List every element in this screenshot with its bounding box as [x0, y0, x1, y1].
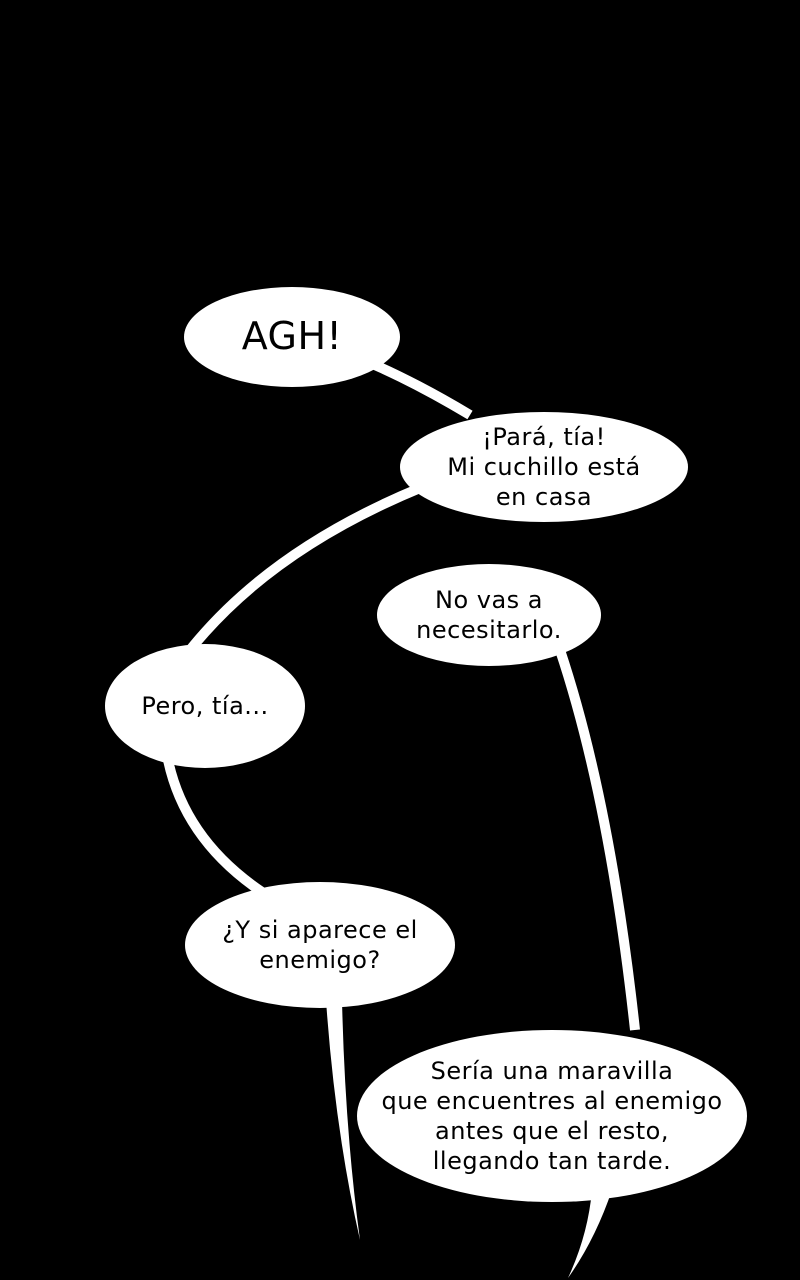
bubble-text: Pero, tía...	[141, 692, 269, 720]
tail-bubble-5	[326, 1000, 360, 1240]
speech-bubble-no-vas: No vas a necesitarlo.	[377, 564, 601, 666]
tail-bubble-6	[568, 1190, 612, 1278]
bubble-text: No vas a necesitarlo.	[416, 586, 562, 644]
bubble-text: Sería una maravilla que encuentres al en…	[381, 1057, 723, 1175]
speech-bubble-agh: AGH!	[184, 287, 400, 387]
connector-1-2	[372, 360, 473, 420]
speech-bubble-para-tia: ¡Pará, tía! Mi cuchillo está en casa	[400, 412, 688, 522]
speech-bubble-pero-tia: Pero, tía...	[105, 644, 305, 768]
connector-3-6	[555, 648, 640, 1031]
speech-bubble-seria-maravilla: Sería una maravilla que encuentres al en…	[357, 1030, 747, 1202]
bubble-text: ¡Pará, tía! Mi cuchillo está en casa	[447, 423, 641, 511]
bubble-text: AGH!	[241, 314, 343, 359]
bubble-text: ¿Y si aparece el enemigo?	[222, 916, 418, 974]
connector-2-4	[186, 483, 422, 654]
connector-4-5	[163, 758, 265, 897]
speech-bubble-y-si-aparece: ¿Y si aparece el enemigo?	[185, 882, 455, 1008]
